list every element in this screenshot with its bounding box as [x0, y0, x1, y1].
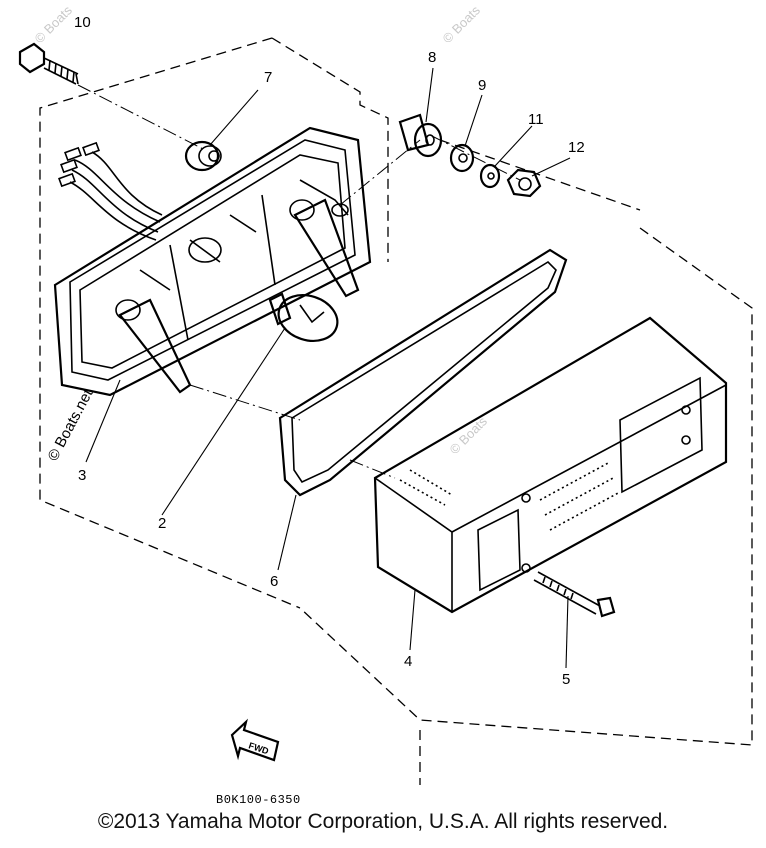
copyright-notice: ©2013 Yamaha Motor Corporation, U.S.A. A…: [97, 810, 669, 833]
diagram-part-code: B0K100-6350: [216, 793, 301, 807]
callout-4: 4: [404, 653, 412, 670]
gasket-part: [278, 248, 568, 497]
faint-watermark: © Boats: [440, 2, 484, 46]
nut-part: [506, 168, 542, 198]
wire-harness: [58, 141, 163, 241]
boats-net-watermark: © Boats.net: [45, 386, 97, 464]
bulb-part: [268, 292, 339, 342]
callout-7: 7: [264, 69, 272, 86]
callout-11: 11: [528, 111, 544, 128]
washer-part: [449, 143, 475, 173]
lamp-housing: [53, 126, 372, 397]
collar-part: [398, 113, 443, 158]
callout-9: 9: [478, 77, 486, 94]
callout-6: 6: [270, 573, 278, 590]
callout-8: 8: [428, 49, 436, 66]
forward-direction-arrow: FWD: [230, 718, 280, 762]
bolt-part: [18, 42, 79, 85]
leader-lines: [85, 67, 571, 669]
alignment-lines: [77, 84, 521, 479]
callout-3: 3: [78, 467, 86, 484]
faint-watermark: © Boats: [32, 2, 76, 46]
callout-10: 10: [74, 14, 91, 31]
lens-group-boundary: [299, 227, 753, 785]
callout-5: 5: [562, 671, 570, 688]
lock-washer-part: [479, 163, 501, 189]
screw-part: [533, 571, 616, 618]
grommet-part: [184, 140, 222, 172]
housing-group-boundary: [39, 37, 641, 609]
lens-part: [373, 316, 728, 614]
callout-2: 2: [158, 515, 166, 532]
faint-watermark: © Boats: [447, 413, 491, 457]
callout-12: 12: [568, 139, 585, 156]
